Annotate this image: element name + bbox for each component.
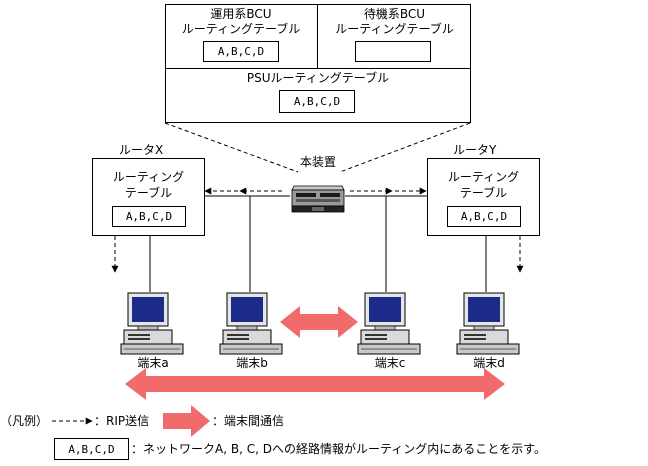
zoom-line-left [164, 122, 299, 173]
router-x-table-label-line1: ルーティング [112, 170, 185, 184]
router-y-table-value: A,B,C,D [447, 206, 521, 227]
active-bcu-table-label: ルーティングテーブル [181, 22, 301, 36]
network-device-icon [290, 180, 346, 218]
standby-bcu-table-value [355, 41, 431, 62]
communication-arrow-b-c [280, 306, 358, 338]
legend-box-description: ：ネットワークA, B, C, Dへの経路情報がルーティング内にあることを示す。 [131, 442, 547, 456]
legend-table-box: A,B,C,D [54, 438, 129, 460]
legend-communication-arrow [163, 405, 210, 437]
psu-table-value-text: A,B,C,D [293, 95, 341, 108]
standby-bcu-table-label: ルーティングテーブル [335, 22, 454, 36]
router-x-name: ルータX [119, 143, 164, 157]
terminal-pc-icon [456, 292, 520, 355]
router-y-name: ルータY [453, 143, 497, 157]
router-y-table-label-line1: ルーティング [447, 170, 520, 184]
main-unit-label: 本装置 [299, 155, 336, 169]
active-bcu-table-value: A,B,C,D [203, 41, 279, 62]
psu-table-value: A,B,C,D [279, 90, 355, 113]
psu-divider-horizontal [165, 68, 471, 69]
terminal-d-label: 端末d [473, 356, 505, 370]
communication-arrow-a-d [125, 368, 505, 400]
active-bcu-title: 運用系BCU [210, 7, 272, 21]
terminal-a-label: 端末a [137, 356, 169, 370]
terminal-c-label: 端末c [374, 356, 406, 370]
legend-rip-label: ：RIP送信 [94, 414, 150, 428]
router-x-table-label-line2: テーブル [124, 186, 173, 200]
terminal-b-label: 端末b [236, 356, 268, 370]
terminal-d: 端末d [454, 292, 524, 372]
router-x-table-value: A,B,C,D [112, 206, 186, 227]
active-bcu-table-value-text: A,B,C,D [217, 45, 265, 58]
terminal-a: 端末a [118, 292, 188, 372]
router-x-table-value-text: A,B,C,D [125, 210, 173, 223]
zoom-line-right [339, 122, 471, 173]
router-y-table-label-line2: テーブル [459, 186, 508, 200]
terminal-pc-icon [357, 292, 421, 355]
terminal-pc-icon [219, 292, 283, 355]
router-y-table-value-text: A,B,C,D [460, 210, 508, 223]
terminal-pc-icon [120, 292, 184, 355]
bcu-divider-vertical [317, 4, 318, 69]
terminal-b: 端末b [217, 292, 287, 372]
legend-table-box-text: A,B,C,D [68, 442, 115, 456]
legend-comm-label: ：端末間通信 [212, 414, 285, 428]
psu-table-label: PSUルーティングテーブル [246, 71, 390, 85]
legend-prefix: （凡例） [0, 414, 49, 428]
terminal-c: 端末c [355, 292, 425, 372]
standby-bcu-title: 待機系BCU [363, 7, 426, 21]
